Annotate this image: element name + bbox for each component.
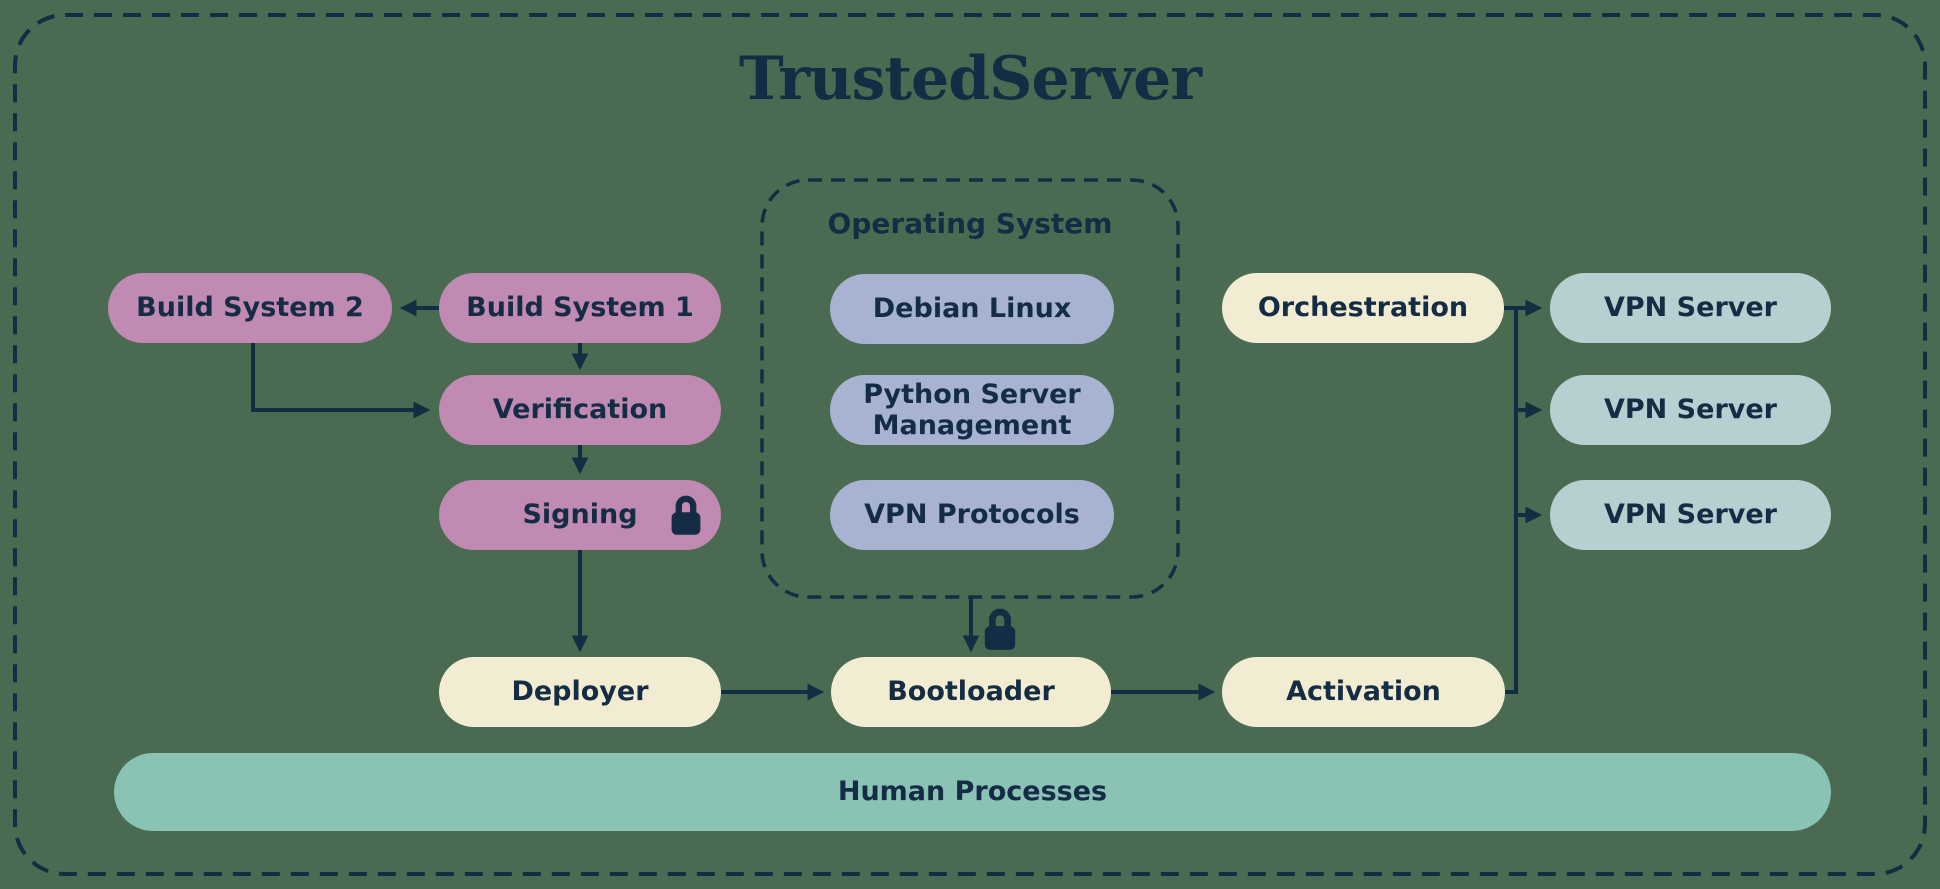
node-vpn-server-2: VPN Server bbox=[1550, 375, 1831, 445]
node-label: Deployer bbox=[511, 676, 649, 708]
node-label: Bootloader bbox=[887, 676, 1055, 708]
node-label: Human Processes bbox=[837, 776, 1108, 808]
node-label: VPN Server bbox=[1604, 292, 1777, 324]
node-label: Debian Linux bbox=[872, 293, 1072, 325]
node-label: Python Server Management bbox=[863, 378, 1081, 441]
node-vpn-server-1: VPN Server bbox=[1550, 273, 1831, 343]
node-build-system-2: Build System 2 bbox=[108, 273, 392, 343]
node-build-system-1: Build System 1 bbox=[439, 273, 721, 343]
node-debian-linux: Debian Linux bbox=[830, 274, 1114, 344]
edge-activation-to-trunk bbox=[1505, 309, 1518, 694]
node-label: Activation bbox=[1286, 676, 1441, 708]
node-label: Signing bbox=[522, 499, 638, 531]
node-label: VPN Server bbox=[1604, 394, 1777, 426]
node-label: VPN Protocols bbox=[864, 499, 1080, 531]
node-vpn-server-3: VPN Server bbox=[1550, 480, 1831, 550]
node-python-server-management: Python Server Management bbox=[830, 375, 1114, 445]
node-label: Orchestration bbox=[1257, 292, 1469, 324]
node-vpn-protocols: VPN Protocols bbox=[830, 480, 1114, 550]
node-deployer: Deployer bbox=[439, 657, 721, 727]
node-label: VPN Server bbox=[1604, 499, 1777, 531]
human-processes-bar: Human Processes bbox=[114, 753, 1831, 831]
node-activation: Activation bbox=[1222, 657, 1505, 727]
operating-system-group-label: Operating System bbox=[827, 207, 1113, 240]
node-verification: Verification bbox=[439, 375, 721, 445]
node-bootloader: Bootloader bbox=[831, 657, 1111, 727]
node-label: Build System 2 bbox=[136, 292, 364, 324]
node-label: Build System 1 bbox=[466, 292, 694, 324]
page-title: TrustedServer bbox=[739, 44, 1202, 114]
node-orchestration: Orchestration bbox=[1222, 273, 1504, 343]
lock-icon bbox=[984, 608, 1016, 650]
node-label: Verification bbox=[492, 394, 668, 426]
lock-icon bbox=[671, 495, 701, 535]
edge-bs2-to-verification bbox=[251, 343, 431, 419]
outer-dashed-border bbox=[13, 13, 1927, 876]
